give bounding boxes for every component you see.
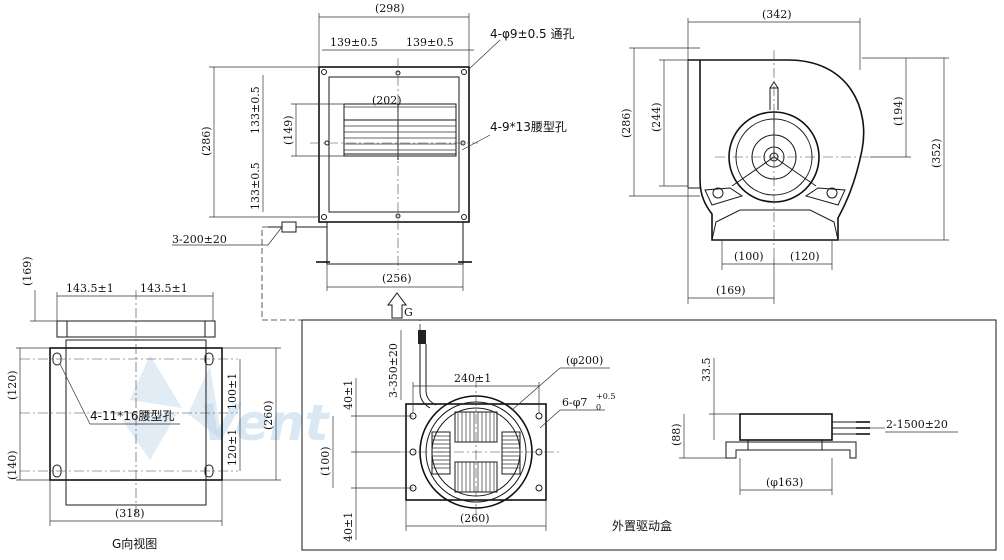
g-dim-143-right: 143.5±1 — [140, 282, 188, 295]
front-hole-tl — [321, 69, 327, 75]
drive-dim-100: (100) — [319, 446, 332, 476]
g-view-arrow: G — [387, 292, 413, 319]
front-mount-holes-label: 4-φ9±0.5 通孔 — [490, 27, 574, 41]
front-housing-base — [326, 221, 464, 265]
drive-box-panel: 3-350±20 240±1 (φ200) 6-φ7 +0.5 0 40±1 (… — [301, 319, 997, 551]
front-hole-bm — [395, 213, 401, 219]
front-dim-139-right: 139±0.5 — [406, 36, 454, 49]
drive-tol-upper: +0.5 — [596, 392, 615, 401]
drive-dim-phi200: (φ200) — [566, 354, 603, 367]
front-flange-outer — [318, 66, 470, 223]
front-dim-202: (202) — [372, 94, 402, 107]
drive-box-cable — [418, 330, 437, 409]
front-view: (298) 139±0.5 139±0.5 4-φ9±0.5 通孔 (202) … — [172, 2, 574, 345]
side-dim-169: (169) — [716, 284, 746, 297]
side-bracket-left — [704, 187, 744, 206]
side-dim-286: (286) — [620, 108, 633, 138]
front-dim-256: (256) — [382, 272, 412, 285]
front-cable-label: 3-200±20 — [172, 233, 227, 246]
side-view: (342) (286) (244) (194) (352) (100) (120… — [620, 8, 949, 304]
front-dim-286: (286) — [200, 126, 213, 156]
side-dim-120: (120) — [790, 250, 820, 263]
front-dim-133-lower: 133±0.5 — [249, 162, 262, 210]
g-view-caption: G向视图 — [112, 536, 157, 551]
front-dim-149: (149) — [282, 115, 295, 145]
drive-dim-260: (260) — [460, 512, 490, 525]
front-cable-gland — [268, 221, 327, 233]
drive-box-frame — [301, 319, 997, 551]
side-dim-100: (100) — [734, 250, 764, 263]
g-dim-260: (260) — [262, 400, 275, 430]
side-dim-244: (244) — [650, 102, 663, 132]
drive-box-side — [725, 413, 870, 459]
g-dim-100-hole: 100±1 — [226, 373, 239, 410]
drive-side-dim-163: (φ163) — [766, 476, 803, 489]
drive-side-cable-label: 2-1500±20 — [886, 418, 948, 431]
front-dim-298: (298) — [375, 2, 405, 15]
g-dim-140: (140) — [6, 450, 19, 480]
front-hole-tr — [461, 69, 467, 75]
side-volute — [688, 59, 865, 241]
drive-cable-label: 3-350±20 — [387, 343, 400, 398]
drive-dim-240: 240±1 — [454, 372, 491, 385]
g-arrow-label: G — [404, 306, 413, 319]
drive-side-dim-33.5: 33.5 — [700, 358, 713, 383]
drive-dim-40-bottom: 40±1 — [342, 512, 355, 542]
g-dim-318: (318) — [115, 507, 145, 520]
g-dim-143-left: 143.5±1 — [66, 282, 114, 295]
g-slot-holes-label: 4-11*16腰型孔 — [90, 409, 175, 423]
g-dim-120: (120) — [6, 370, 19, 400]
g-dim-169: (169) — [21, 256, 34, 286]
front-dim-133-upper: 133±0.5 — [249, 86, 262, 134]
g-view: Vent (169) 143.5±1 143.5±1 (120) (140) — [6, 256, 331, 551]
drive-hole-6 — [535, 484, 543, 492]
drive-dim-40-top: 40±1 — [342, 380, 355, 410]
front-impeller-blades — [343, 104, 457, 160]
front-hole-bl — [321, 214, 327, 220]
drive-hole-2 — [535, 412, 543, 420]
side-bracket-right — [804, 187, 846, 206]
drive-mount-holes-label: 6-φ7 — [562, 396, 587, 409]
drive-side-dim-88: (88) — [670, 423, 683, 446]
front-outlet — [343, 103, 457, 155]
g-dim-120-hole: 120±1 — [226, 429, 239, 466]
front-hole-br — [461, 214, 467, 220]
drive-tol-lower: 0 — [596, 403, 601, 412]
side-dim-342: (342) — [762, 8, 792, 21]
side-dim-352: (352) — [930, 138, 943, 168]
side-dim-194: (194) — [892, 96, 905, 126]
front-dim-139-left: 139±0.5 — [330, 36, 378, 49]
front-slot-holes-label: 4-9*13腰型孔 — [490, 120, 567, 134]
drive-box-caption: 外置驱动盒 — [612, 518, 672, 533]
side-foot — [711, 209, 839, 241]
